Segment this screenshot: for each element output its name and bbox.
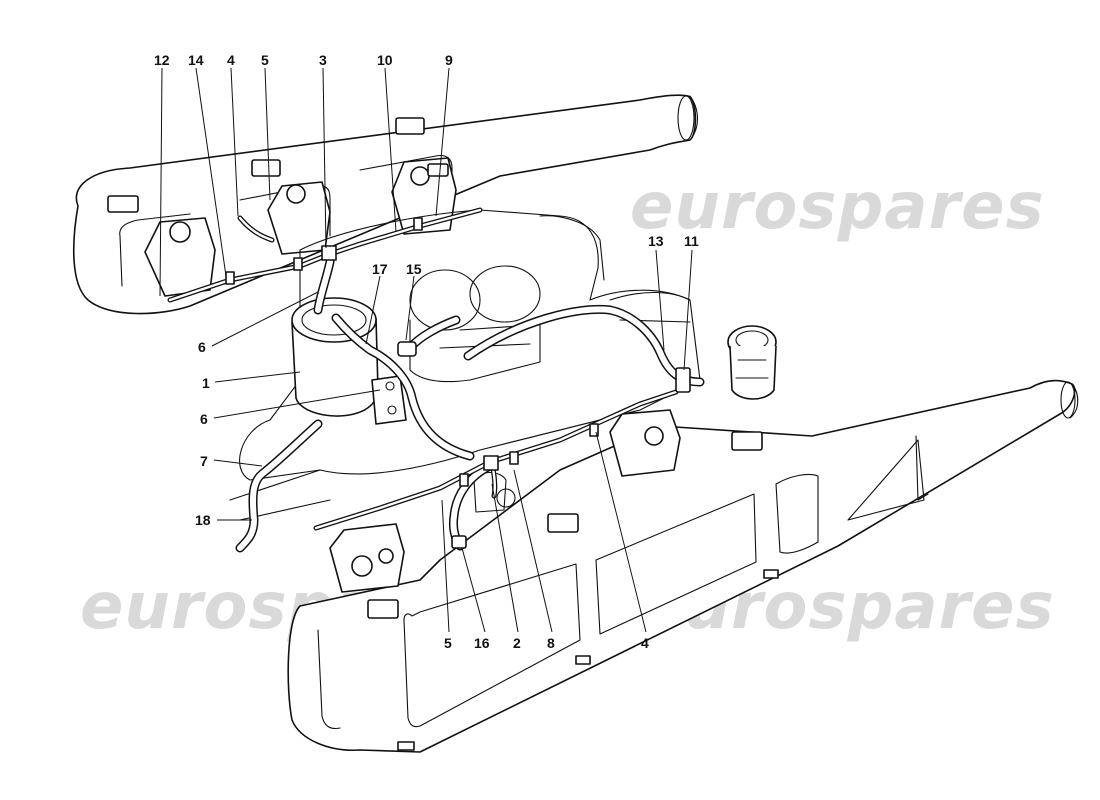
upper-air-box (73, 94, 699, 315)
leader-lines (159, 67, 693, 633)
lower-air-box (287, 379, 1079, 753)
callout-11: 11 (684, 233, 699, 249)
callout-9: 9 (445, 52, 453, 68)
callout-14: 14 (188, 52, 204, 68)
callout-10: 10 (377, 52, 393, 68)
callout-5-top: 5 (261, 52, 269, 68)
lower-carburettors (329, 409, 681, 593)
callout-6-upper: 6 (198, 339, 206, 355)
callout-labels: 12 14 4 5 3 10 9 13 11 17 15 6 1 6 7 18 … (154, 52, 699, 651)
callout-5-bottom: 5 (444, 635, 452, 651)
callout-13: 13 (648, 233, 664, 249)
callout-17: 17 (372, 261, 388, 277)
callout-18: 18 (195, 512, 211, 528)
callout-1: 1 (202, 375, 210, 391)
engine-block (229, 209, 701, 521)
callout-6-lower: 6 (200, 411, 208, 427)
callout-8: 8 (547, 635, 555, 651)
callout-16: 16 (474, 635, 490, 651)
callout-3: 3 (319, 52, 327, 68)
callout-2: 2 (513, 635, 521, 651)
callout-4-bottom: 4 (641, 635, 649, 651)
callout-4-top: 4 (227, 52, 235, 68)
balance-pipes (167, 207, 691, 549)
breather-hoses (235, 257, 705, 553)
upper-carburettors (144, 157, 457, 297)
callout-12: 12 (154, 52, 170, 68)
callout-15: 15 (406, 261, 422, 277)
watermark-top: eurospares (630, 170, 1045, 244)
oil-filler-cap (727, 325, 777, 400)
callout-7: 7 (200, 453, 208, 469)
